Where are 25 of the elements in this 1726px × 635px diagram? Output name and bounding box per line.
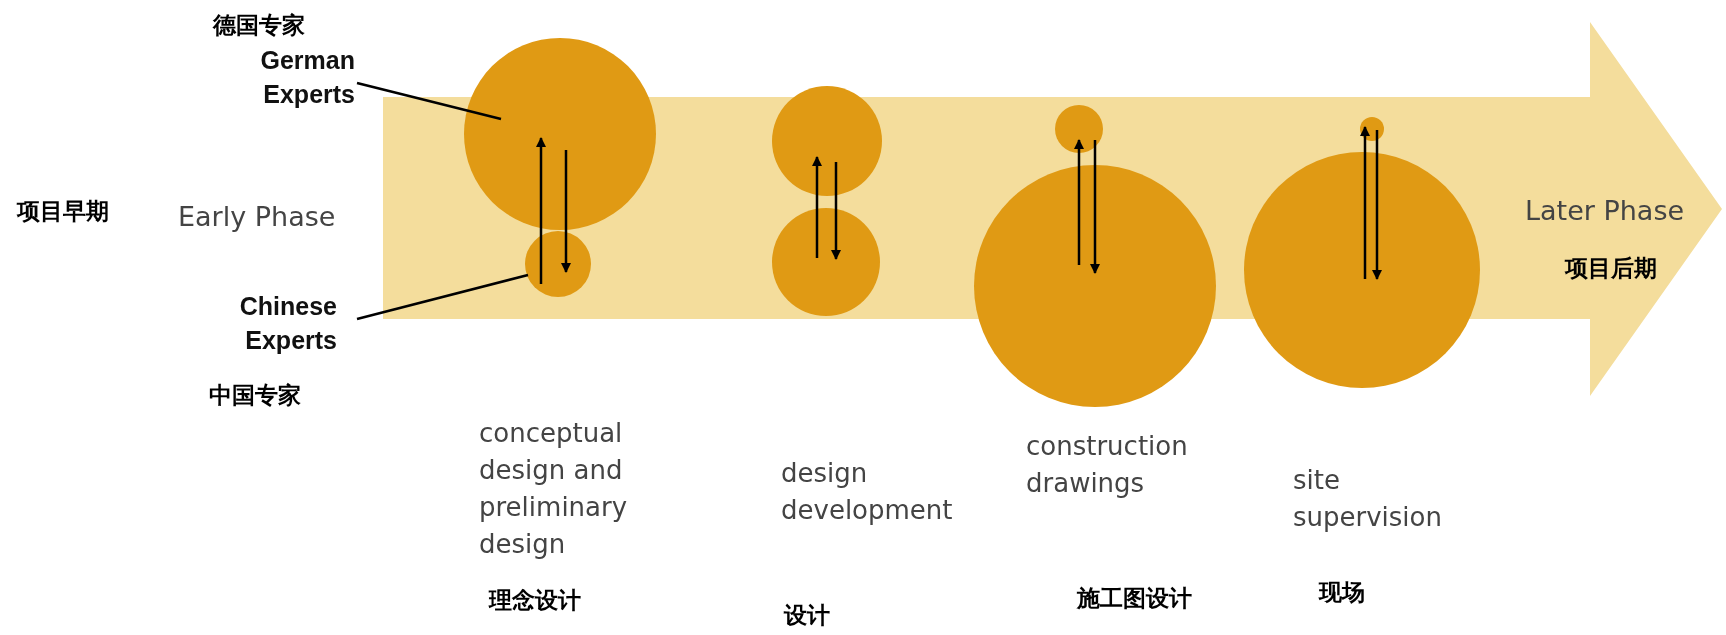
arrow <box>1090 140 1100 274</box>
chinese-label: 中国专家 <box>209 380 301 410</box>
chinese-label: 施工图设计 <box>1077 583 1192 613</box>
leader-line <box>356 81 502 121</box>
phase-label: Early Phase <box>178 200 336 234</box>
arrow <box>1360 126 1370 279</box>
group-label: Chinese Experts <box>238 291 337 356</box>
chinese-label: 德国专家 <box>213 10 305 40</box>
arrow <box>831 162 841 260</box>
arrow <box>1372 130 1382 280</box>
chinese-label: 项目早期 <box>17 196 109 226</box>
stage-label: design development <box>781 457 954 527</box>
chinese-label: 现场 <box>1319 577 1365 607</box>
stage-label: construction drawings <box>1026 430 1189 500</box>
arrow <box>561 150 571 273</box>
chinese-label: 设计 <box>784 600 830 630</box>
group-label: German Experts <box>259 45 355 110</box>
chinese-label: 理念设计 <box>489 585 581 615</box>
phase-label: Later Phase <box>1525 194 1685 228</box>
arrow <box>1074 139 1084 265</box>
arrow <box>812 156 822 258</box>
stage-label: site supervision <box>1293 464 1443 534</box>
stage-label: conceptual design and preliminary design <box>479 417 629 561</box>
chinese-label: 项目后期 <box>1565 253 1657 283</box>
arrow <box>536 137 546 284</box>
